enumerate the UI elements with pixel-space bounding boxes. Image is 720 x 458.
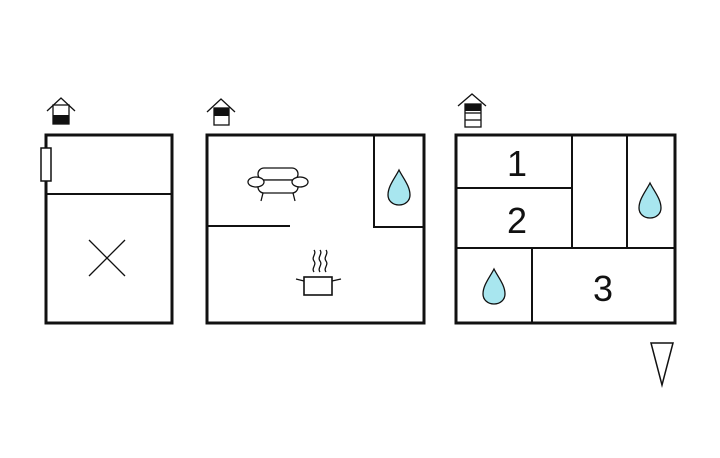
- interior-walls: [456, 135, 675, 323]
- floor-level-icon: [46, 97, 76, 125]
- sofa-icon: [247, 167, 309, 202]
- floor-plan-3: 1 2 3: [454, 93, 677, 325]
- room-label-2: 2: [507, 200, 527, 241]
- north-arrow-icon: [650, 342, 674, 388]
- room-label-3: 3: [593, 268, 613, 309]
- bathroom-icon: [638, 182, 662, 219]
- cross-icon: [88, 239, 126, 277]
- bathroom-icon: [387, 169, 411, 206]
- outer-wall: [454, 133, 677, 325]
- outer-wall: [205, 133, 426, 325]
- door-icon: [40, 147, 52, 182]
- bathroom-wall: [373, 135, 424, 228]
- bathroom-icon: [482, 268, 506, 305]
- kitchen-pot-icon: [295, 249, 342, 296]
- floor-plan-1: [40, 97, 174, 325]
- room-label-1: 1: [507, 143, 527, 184]
- outer-wall: [44, 133, 174, 325]
- floor-plan-2: [205, 98, 426, 325]
- floor-level-icon: [206, 98, 236, 126]
- floor-level-icon: [457, 93, 487, 128]
